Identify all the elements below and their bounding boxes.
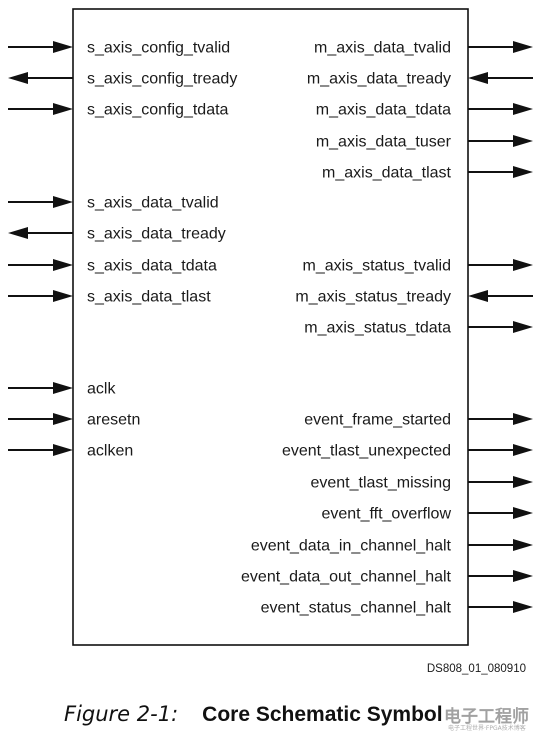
pin-m-axis-data-tlast (468, 166, 533, 178)
pin-m-axis-data-tvalid (468, 41, 533, 53)
port-label-event-data-out-channel-halt: event_data_out_channel_halt (241, 569, 452, 586)
pin-event-fft-overflow (468, 507, 533, 519)
port-label-s-axis-data-tvalid: s_axis_data_tvalid (87, 195, 219, 212)
pin-s-axis-config-tready (8, 72, 73, 84)
pin-s-axis-data-tready (8, 227, 73, 239)
pin-s-axis-data-tdata (8, 259, 73, 271)
port-label-event-tlast-missing: event_tlast_missing (310, 475, 451, 492)
pin-m-axis-data-tuser (468, 135, 533, 147)
core-block (72, 8, 469, 646)
right-port-group: m_axis_data_tvalid m_axis_data_tready m_ax… (241, 40, 533, 617)
pin-s-axis-data-tlast (8, 290, 73, 302)
pin-event-tlast-missing (468, 476, 533, 488)
port-label-s-axis-data-tready: s_axis_data_tready (87, 226, 226, 243)
pin-m-axis-data-tready (468, 72, 533, 84)
caption-number: Figure 2-1: (64, 702, 179, 726)
port-label-m-axis-status-tdata: m_axis_status_tdata (304, 320, 451, 337)
figure-caption: Figure 2-1: Core Schematic Symbol (64, 702, 443, 727)
port-label-aresetn: aresetn (87, 412, 140, 429)
port-label-s-axis-config-tready: s_axis_config_tready (87, 71, 237, 88)
port-label-event-tlast-unexpected: event_tlast_unexpected (282, 443, 451, 460)
port-label-event-data-in-channel-halt: event_data_in_channel_halt (251, 538, 452, 555)
port-label-s-axis-config-tvalid: s_axis_config_tvalid (87, 40, 230, 57)
pin-m-axis-status-tdata (468, 321, 533, 333)
pin-event-data-out-channel-halt (468, 570, 533, 582)
pin-s-axis-config-tvalid (8, 41, 73, 53)
port-label-m-axis-data-tready: m_axis_data_tready (307, 71, 451, 88)
core-schematic-symbol: s_axis_config_tvalid s_axis_config_tready… (8, 8, 533, 646)
port-label-event-fft-overflow: event_fft_overflow (321, 506, 451, 523)
pin-m-axis-data-tdata (468, 103, 533, 115)
pin-event-data-in-channel-halt (468, 539, 533, 551)
pin-event-tlast-unexpected (468, 444, 533, 456)
port-label-m-axis-data-tuser: m_axis_data_tuser (316, 134, 452, 151)
port-label-m-axis-status-tready: m_axis_status_tready (295, 289, 451, 306)
pin-s-axis-config-tdata (8, 103, 73, 115)
port-label-m-axis-data-tlast: m_axis_data_tlast (322, 165, 452, 182)
port-label-aclken: aclken (87, 443, 133, 460)
port-label-s-axis-config-tdata: s_axis_config_tdata (87, 102, 229, 119)
pin-aclken (8, 444, 73, 456)
pin-m-axis-status-tready (468, 290, 533, 302)
figure-id: DS808_01_080910 (426, 663, 526, 675)
port-label-s-axis-data-tdata: s_axis_data_tdata (87, 258, 217, 275)
port-label-m-axis-data-tdata: m_axis_data_tdata (316, 102, 451, 119)
watermark-logo: 电子工程师 电子工程世界·FPGA技术博客 (444, 707, 529, 732)
pin-event-status-channel-halt (468, 601, 533, 613)
pin-event-frame-started (468, 413, 533, 425)
port-label-event-status-channel-halt: event_status_channel_halt (261, 600, 452, 617)
port-label-s-axis-data-tlast: s_axis_data_tlast (87, 289, 211, 306)
caption-title: Core Schematic Symbol (202, 703, 443, 726)
pin-m-axis-status-tvalid (468, 259, 533, 271)
port-label-aclk: aclk (87, 381, 116, 398)
left-port-group: s_axis_config_tvalid s_axis_config_tready… (8, 40, 237, 460)
pin-aclk (8, 382, 73, 394)
port-label-m-axis-status-tvalid: m_axis_status_tvalid (302, 258, 451, 275)
port-label-event-frame-started: event_frame_started (304, 412, 451, 429)
port-label-m-axis-data-tvalid: m_axis_data_tvalid (314, 40, 451, 57)
pin-s-axis-data-tvalid (8, 196, 73, 208)
pin-aresetn (8, 413, 73, 425)
